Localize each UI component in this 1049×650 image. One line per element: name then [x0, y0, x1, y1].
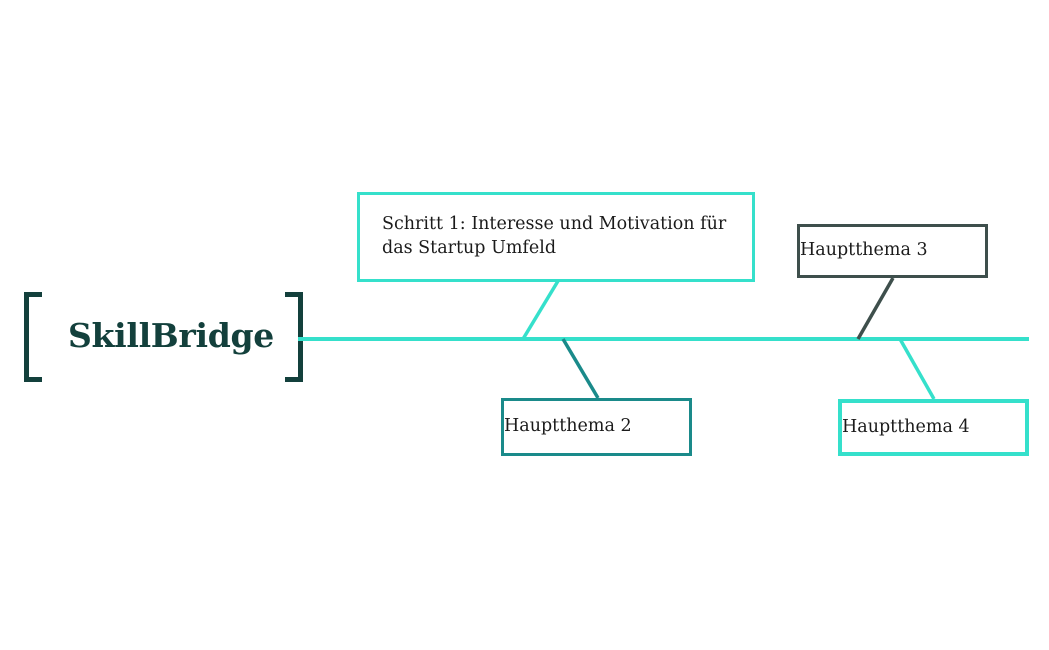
logo: SkillBridge: [18, 292, 303, 386]
topic-box-step1[interactable]: Schritt 1: Interesse und Motivation für …: [357, 192, 755, 282]
topic-box-step1-label: Schritt 1: Interesse und Motivation für …: [382, 214, 727, 258]
connector-topic3: [856, 277, 895, 340]
connector-step1: [521, 280, 560, 340]
topic-box-topic4[interactable]: Hauptthema 4: [838, 399, 1029, 456]
topic-box-topic3[interactable]: Hauptthema 3: [797, 224, 988, 278]
topic-box-topic4-label: Hauptthema 4: [842, 416, 970, 437]
connector-topic4: [898, 338, 936, 400]
connector-topic2: [561, 338, 600, 399]
topic-box-topic2[interactable]: Hauptthema 2: [501, 398, 692, 456]
topic-box-topic2-label: Hauptthema 2: [504, 416, 632, 437]
left-bracket-icon: [24, 292, 42, 382]
topic-box-topic3-label: Hauptthema 3: [800, 240, 928, 261]
logo-text: SkillBridge: [68, 316, 274, 355]
